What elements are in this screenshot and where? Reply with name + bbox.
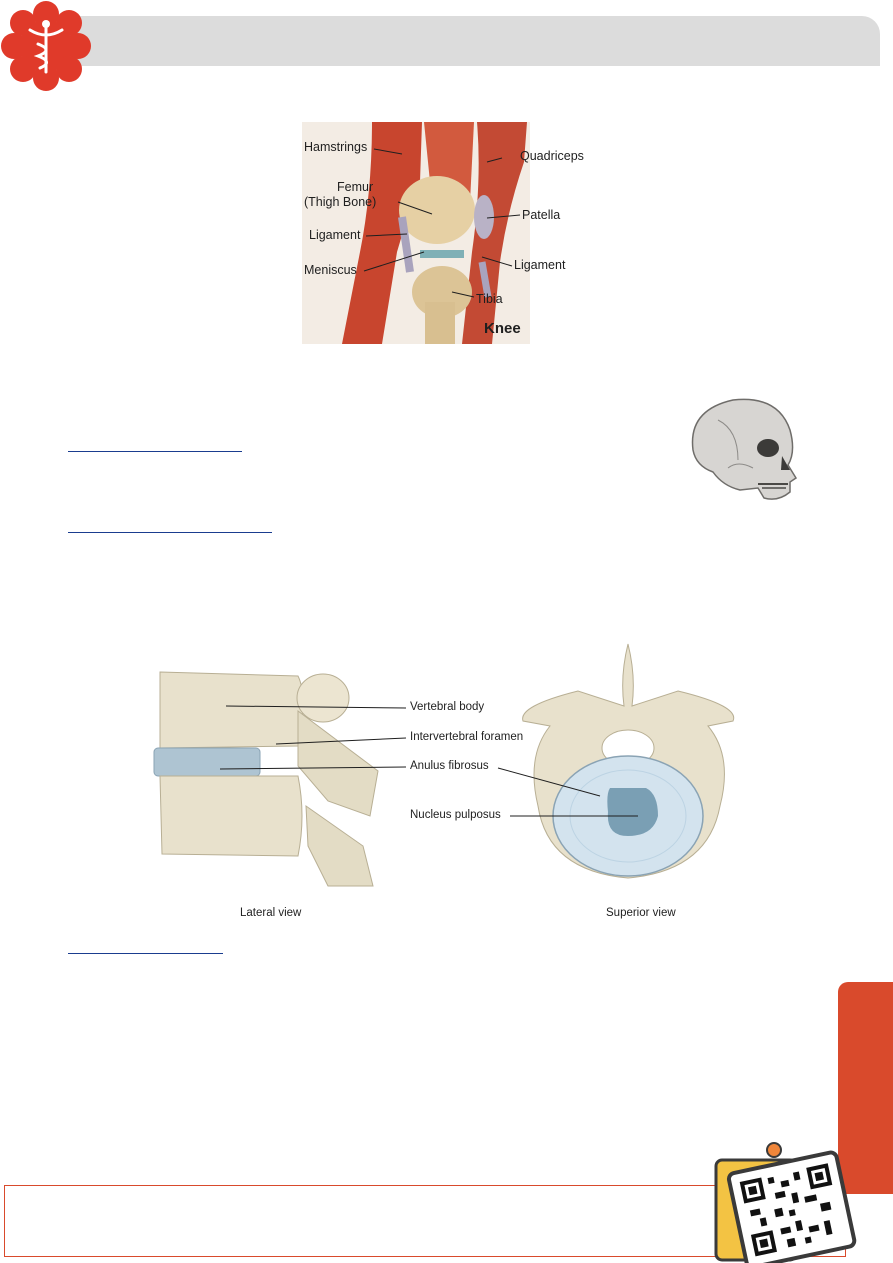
knee-anatomy-figure: Hamstrings Quadriceps Femur (Thigh Bone)… [302, 122, 584, 344]
label-nucleus-pulposus: Nucleus pulposus [410, 809, 501, 821]
skull-illustration [691, 398, 798, 500]
vertebra-anatomy-figure: Vertebral body Intervertebral foramen An… [148, 636, 748, 919]
side-tab [838, 982, 893, 1194]
label-hamstrings: Hamstrings [304, 140, 368, 154]
label-femur-sub: (Thigh Bone) [304, 195, 377, 209]
section-heading-underline-1 [68, 451, 242, 452]
caption-lateral-view: Lateral view [240, 907, 302, 919]
label-femur: Femur [337, 180, 374, 194]
label-meniscus: Meniscus [304, 263, 357, 277]
section-heading-underline-2 [68, 532, 272, 533]
caption-superior-view: Superior view [606, 907, 676, 919]
header-bar [52, 16, 880, 66]
label-anulus-fibrosus: Anulus fibrosus [410, 760, 489, 772]
section-heading-underline-3 [68, 953, 223, 954]
label-ligament-right: Ligament [514, 258, 566, 272]
label-vertebral-body: Vertebral body [410, 701, 485, 713]
label-ligament-left: Ligament [309, 228, 361, 242]
qr-code-icon[interactable] [708, 1138, 858, 1263]
label-patella: Patella [522, 208, 561, 222]
label-intervertebral-foramen: Intervertebral foramen [410, 731, 524, 743]
label-tibia: Tibia [476, 292, 503, 306]
knee-figure-title: Knee [484, 320, 521, 337]
caduceus-flower-logo-icon [1, 1, 91, 91]
label-quadriceps: Quadriceps [520, 149, 584, 163]
